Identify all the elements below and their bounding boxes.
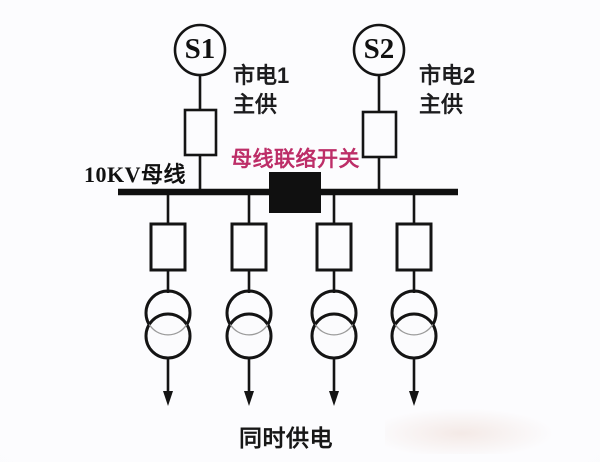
source1-id-label: S1 xyxy=(184,33,216,66)
feeder-2 xyxy=(225,193,273,406)
source2-breaker-box xyxy=(361,110,398,159)
bus-tie-switch-block xyxy=(269,172,321,213)
feeder-1 xyxy=(144,193,192,406)
source1-desc-line1: 市电1 xyxy=(233,63,290,88)
source1-breaker-box xyxy=(183,108,218,157)
source2-desc-line1: 市电2 xyxy=(419,63,476,88)
source2-desc-label: 市电2 主供 xyxy=(419,61,475,119)
feeder-4-overlap-arc xyxy=(394,324,434,336)
feeder-1-breaker-box xyxy=(149,222,187,272)
source1-circle xyxy=(173,23,227,77)
feeder-1-transformer-bottom-circle xyxy=(144,312,192,360)
feeder-3-transformer-bottom-circle xyxy=(310,312,358,360)
feeder-4-arrow-icon xyxy=(409,391,419,406)
feeder-1-overlap-arc xyxy=(148,324,188,336)
feeder-2-overlap-arc xyxy=(229,324,269,336)
source1-desc-line2: 主供 xyxy=(233,92,278,117)
bottom-caption: 同时供电 xyxy=(239,425,333,451)
source1-desc-label: 市电1 主供 xyxy=(233,61,289,119)
source2-id-label: S2 xyxy=(363,33,395,66)
feeder-4-transformer-bottom-circle xyxy=(390,312,438,360)
feeder-3-arrow-icon xyxy=(329,391,339,406)
feeder-4 xyxy=(390,193,438,406)
feeder-3-breaker-box xyxy=(315,222,353,272)
feeder-4-breaker-box xyxy=(395,222,433,272)
feeder-3 xyxy=(310,193,358,406)
bus-tie-switch-label: 母线联络开关 xyxy=(231,148,360,171)
feeder-1-arrow-icon xyxy=(163,391,173,406)
source1-branch xyxy=(173,23,227,191)
feeder-3-overlap-arc xyxy=(314,324,354,336)
busbar-label: 10KV母线 xyxy=(84,162,187,187)
source2-desc-line2: 主供 xyxy=(419,92,464,117)
feeder-2-transformer-bottom-circle xyxy=(225,312,273,360)
source2-circle xyxy=(352,23,406,77)
source2-branch xyxy=(352,23,406,191)
feeder-2-arrow-icon xyxy=(244,391,254,406)
feeder-2-breaker-box xyxy=(230,222,268,272)
